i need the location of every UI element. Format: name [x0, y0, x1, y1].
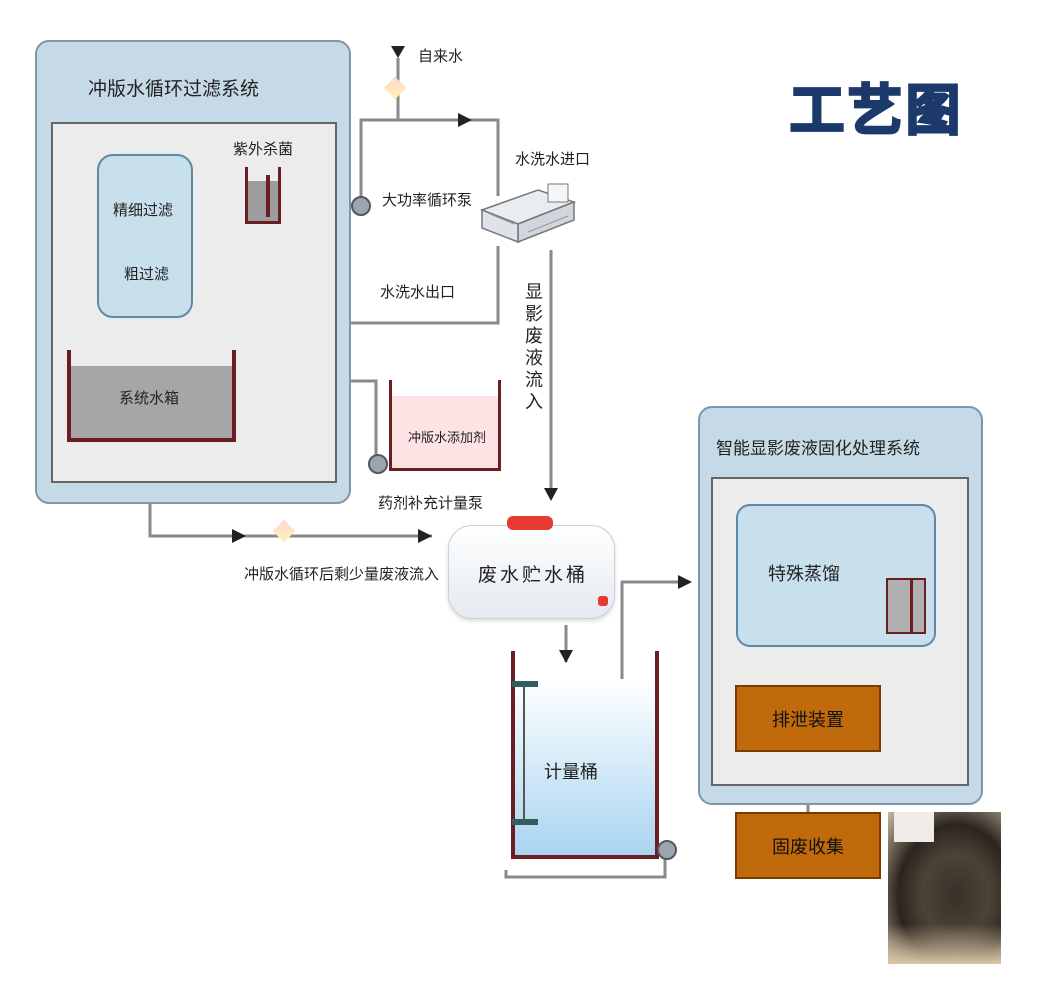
distill-label: 特殊蒸馏 — [768, 564, 840, 585]
additive-tank — [389, 380, 501, 471]
solid-waste-collection: 固废收集 — [735, 812, 881, 879]
uv-sterilizer — [245, 167, 281, 224]
dosing-pump-label: 药剂补充计量泵 — [378, 494, 484, 512]
drain-device: 排泄装置 — [735, 685, 881, 752]
circulation-pump-icon — [351, 196, 371, 216]
solidification-system-title: 智能显影废液固化处理系统 — [716, 439, 920, 459]
filter-unit — [97, 154, 193, 318]
metering-tank — [511, 651, 659, 859]
additive-label: 冲版水添加剂 — [408, 431, 487, 446]
developer-waste-flow-label: 显影废液流入 — [525, 282, 543, 413]
meter-pump-icon — [657, 840, 677, 860]
fine-filter-label: 精细过滤 — [113, 201, 174, 219]
system-water-tank — [67, 350, 236, 442]
uv-label: 紫外杀菌 — [233, 140, 294, 158]
dosing-pump-icon — [368, 454, 388, 474]
wash-inlet-label: 水洗水进口 — [515, 150, 591, 168]
residual-flow-label: 冲版水循环后剩少量废液流入 — [244, 565, 440, 583]
waste-bucket-label: 废水贮水桶 — [478, 564, 589, 586]
bucket-tap-icon — [598, 596, 608, 606]
solid-collect-label: 固废收集 — [772, 836, 844, 858]
bucket-cap — [507, 516, 553, 530]
tap-water-label: 自来水 — [418, 47, 464, 65]
washing-machine-icon — [479, 183, 577, 244]
drain-label: 排泄装置 — [772, 709, 844, 731]
waste-water-bucket — [448, 525, 615, 619]
solid-waste-photo — [888, 812, 1001, 964]
pump-label: 大功率循环泵 — [382, 191, 473, 209]
distill-chamber-icon — [886, 578, 926, 634]
meter-tank-label: 计量桶 — [544, 762, 598, 783]
coarse-filter-label: 粗过滤 — [124, 265, 170, 283]
page-title: 工艺图 — [789, 78, 964, 144]
circulation-system-title: 冲版水循环过滤系统 — [88, 78, 260, 100]
system-tank-label: 系统水箱 — [119, 389, 180, 407]
wash-outlet-label: 水洗水出口 — [380, 283, 456, 301]
